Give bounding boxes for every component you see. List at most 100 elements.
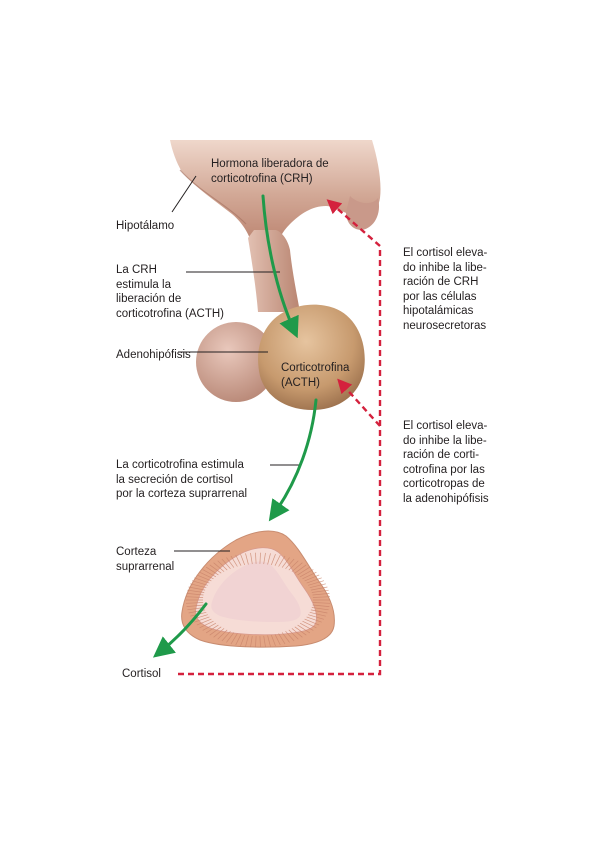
adrenal-gland [181, 530, 335, 648]
cortex-striation [213, 628, 225, 638]
cortex-striation [263, 552, 266, 565]
cortex-striation [194, 616, 210, 623]
cortex-striation [310, 609, 328, 614]
cortex-striation [312, 604, 330, 607]
cortex-striation [217, 629, 228, 640]
cortex-striation [297, 566, 311, 576]
cortex-striation [186, 604, 204, 607]
cortex-striation [194, 577, 210, 584]
cortex-striation [294, 626, 307, 636]
cortex-striation [312, 593, 330, 596]
cortex-striation [196, 574, 212, 582]
cortex-striation [263, 635, 266, 648]
cortex-striation [185, 602, 204, 604]
cortex-striation [267, 553, 271, 565]
cortex-striation [187, 589, 205, 593]
cortex-striation [278, 633, 286, 645]
cortex-striation [267, 635, 271, 647]
cortex-striation [209, 626, 222, 636]
acth-to-adrenal-arrow [268, 398, 318, 522]
cortex-striation [288, 629, 299, 640]
cortex-striation [311, 589, 329, 593]
cortex-striation [235, 634, 242, 646]
anterior-pituitary [258, 304, 365, 410]
label-crh-hormone: Hormona liberadora de corticotrofina (CR… [211, 158, 329, 185]
cortex-striation [270, 553, 276, 566]
cortex-striation [304, 574, 320, 582]
cortex-striation [291, 562, 303, 572]
cortex-striation [299, 622, 314, 631]
cortex-striation [281, 557, 290, 568]
cortex-striation [226, 632, 235, 643]
cortex-striation [250, 552, 253, 565]
cortex-striation [274, 634, 281, 646]
posterior-pituitary [196, 322, 276, 402]
cortex-striation [255, 636, 257, 648]
cortex-striation [199, 571, 214, 580]
label-acth-stimulates: La corticotrofina estimula la secreción … [116, 459, 248, 500]
cortex-striation [192, 580, 208, 586]
cortex-striation [312, 602, 331, 604]
cortex-striation [304, 618, 320, 626]
stimulation-arrows [152, 194, 318, 658]
hypothalamus-shape [170, 140, 381, 250]
feedback-to-hypothalamus [326, 199, 381, 247]
label-cortisol: Cortisol [122, 668, 161, 680]
cortex-striation [302, 571, 317, 580]
cortex-striation [274, 554, 281, 566]
cortex-striation [302, 620, 317, 629]
cortex-striation [190, 583, 207, 589]
cortex-striation [185, 596, 204, 598]
cortex-striation [196, 618, 212, 626]
label-adenohypophysis: Adenohipófisis [116, 349, 191, 361]
cortex-striation [308, 580, 324, 586]
cortex-striation [306, 577, 322, 584]
note-inhibit-acth: El cortisol eleva- do inhibe la libe- ra… [403, 420, 489, 505]
crh-to-pituitary-arrow [261, 194, 299, 339]
cortex-striation [202, 622, 217, 631]
cortex-striation [217, 560, 228, 571]
cortex-striation [281, 632, 290, 643]
cortex-striation [288, 560, 299, 571]
cortex-striation [205, 624, 219, 634]
cortex-striation [255, 552, 257, 564]
cortex-striation [240, 634, 246, 647]
cortex-striation [235, 554, 242, 566]
cortex-striation [230, 633, 238, 645]
cortex-striation [309, 611, 326, 617]
cortex-striation [250, 635, 253, 648]
cortex-striation [309, 583, 326, 589]
cortisol-release-arrow [152, 602, 208, 658]
leader-lines [171, 175, 300, 552]
cortex-striation [285, 630, 295, 642]
cortex-striation [205, 566, 219, 576]
feedback-main-line [178, 246, 382, 676]
cortex-striation [213, 562, 225, 572]
cortex-striation [299, 569, 314, 578]
cortex-striation [294, 564, 307, 574]
cortex-striation [259, 636, 261, 648]
cortex-striation [310, 586, 328, 591]
cortex-striation [270, 634, 276, 647]
cortex-striation [297, 624, 311, 634]
cortex-striation [221, 558, 231, 570]
cortex-striation [285, 558, 295, 570]
label-acth: Corticotrofina (ACTH) [281, 362, 350, 389]
cortex-striation [240, 553, 246, 566]
cortex-striation [221, 630, 231, 642]
cortex-striation [230, 555, 238, 567]
cortex-striation [278, 555, 286, 567]
cortex-striation [308, 614, 324, 620]
cortex-striation [306, 616, 322, 623]
cortex-striation [226, 557, 235, 568]
label-crh-stimulates: La CRH estimula la liberación de cortico… [116, 264, 224, 320]
cortex-striation [245, 553, 249, 565]
label-adrenal-cortex: Corteza suprarrenal [116, 546, 175, 573]
leader-hypothalamus [171, 175, 197, 213]
cortex-striation [199, 620, 214, 629]
label-hypothalamus: Hipotálamo [116, 220, 175, 232]
cortex-striation [188, 586, 206, 591]
cortex-striation [259, 552, 261, 564]
